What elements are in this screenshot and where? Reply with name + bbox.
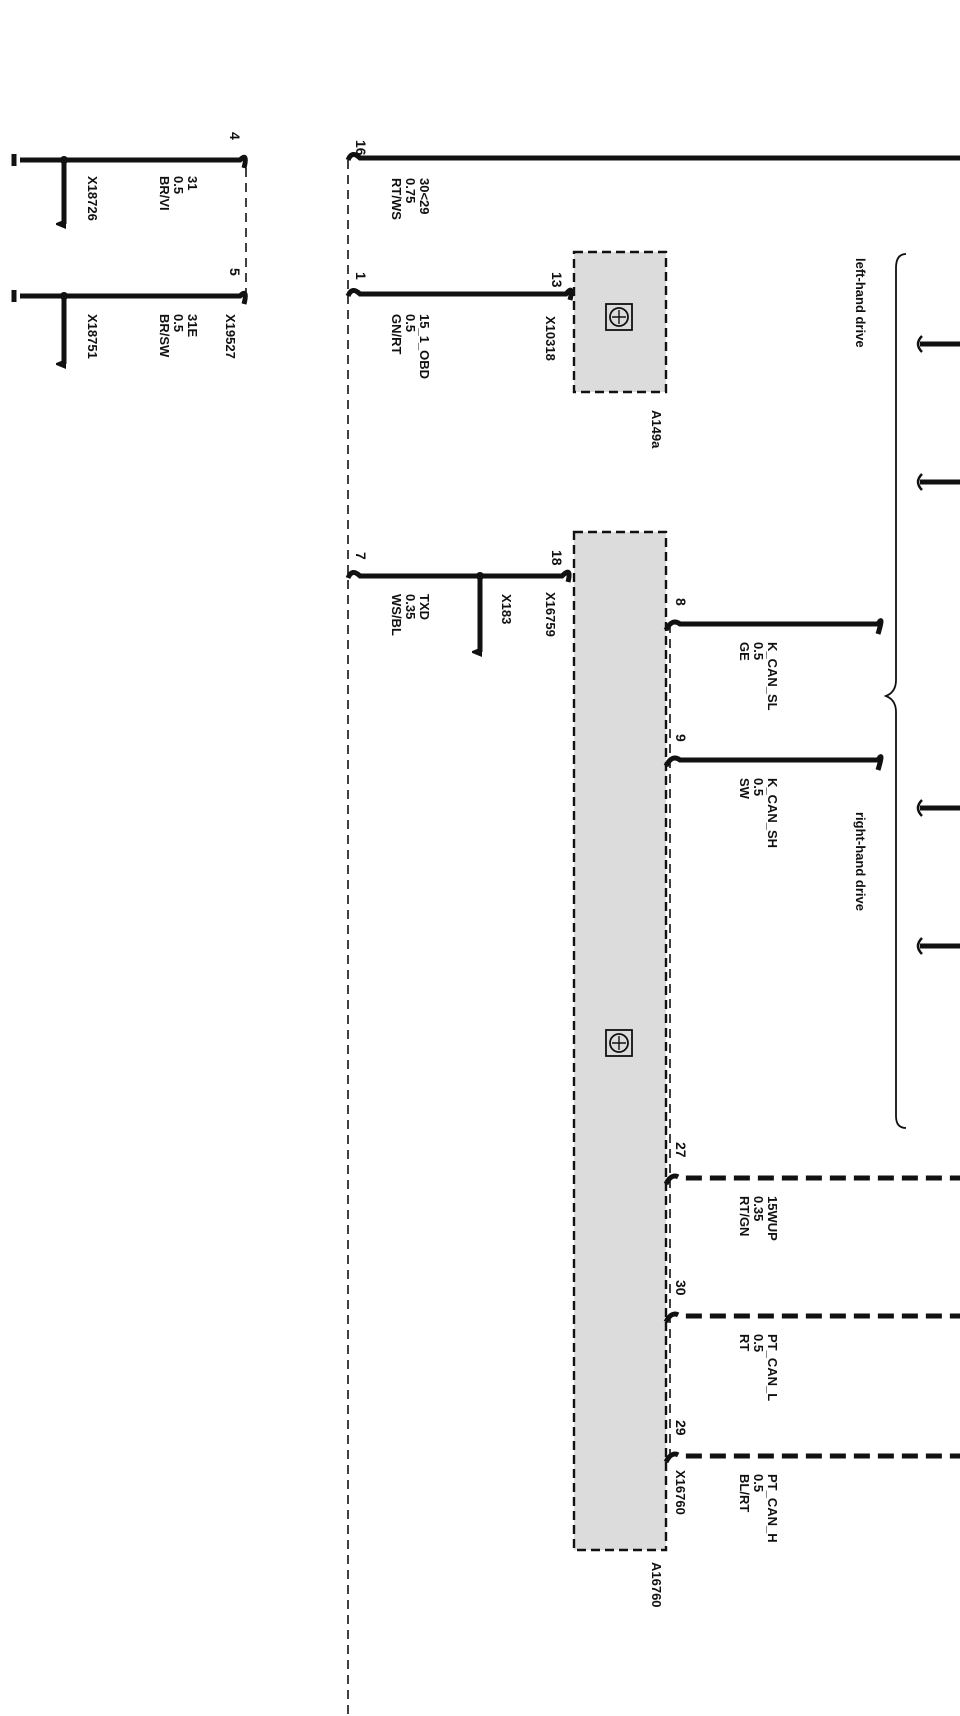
left-hand-drive-note: left-hand drive [853, 258, 868, 348]
module-a16760-name: A16760 [649, 1562, 664, 1608]
svg-text:SW: SW [737, 778, 752, 800]
can-15wup-pin: 27 [673, 1142, 689, 1158]
svg-text:RT/WS: RT/WS [389, 178, 404, 220]
module-a149a-pin: 13 [549, 272, 565, 288]
top-wire-label: 30<29 0.75 RT/WS [389, 178, 432, 220]
ground-pin5-number: 5 [227, 268, 243, 276]
svg-text:K_CAN_SH: K_CAN_SH [765, 778, 780, 848]
svg-text:BL/RT: BL/RT [737, 1474, 752, 1512]
svg-text:0.5: 0.5 [171, 176, 186, 194]
svg-text:31: 31 [185, 176, 200, 190]
ground-wire-pin4: 4 31 0.5 BR/VI X18726 [11, 132, 248, 224]
svg-text:TXD: TXD [417, 594, 432, 620]
svg-text:0.5: 0.5 [171, 314, 186, 332]
svg-text:GE: GE [737, 642, 752, 661]
drive-variant-brace [883, 253, 907, 1129]
svg-text:0.5: 0.5 [403, 314, 418, 332]
svg-text:WS/BL: WS/BL [389, 594, 404, 636]
right-hand-drive-ends [916, 799, 960, 955]
can-k-can-sl-label: K_CAN_SL 0.5 GE [737, 642, 780, 711]
module-a149a-name: A149a [649, 410, 664, 449]
ground-connector-label: X19527 [223, 314, 238, 359]
svg-text:15WUP: 15WUP [765, 1196, 780, 1241]
ground-pin5-ref: X18751 [85, 314, 100, 359]
can-k-can-sh-pin: 9 [673, 734, 689, 742]
svg-text:31E: 31E [185, 314, 200, 337]
obd-wire: 1 15_1_OBD 0.5 GN/RT [345, 272, 560, 379]
svg-text:BR/VI: BR/VI [157, 176, 172, 211]
left-hand-drive-ends [916, 335, 960, 491]
module-a16760-connector-bottom: X16760 [673, 1470, 688, 1515]
top-wire-pin: 16 [353, 140, 369, 156]
ground-pin4-label: 31 0.5 BR/VI [157, 176, 200, 211]
can-wire-pt-can-h: 29 PT_CAN_H 0.5 BL/RT [663, 1420, 960, 1543]
txd-wire-ref: X183 [499, 594, 514, 624]
obd-wire-label: 15_1_OBD 0.5 GN/RT [389, 314, 432, 379]
can-15wup-label: 15WUP 0.35 RT/GN [737, 1196, 780, 1241]
can-wire-pt-can-l: 30 PT_CAN_L 0.5 RT [663, 1280, 960, 1401]
can-pt-can-h-label: PT_CAN_H 0.5 BL/RT [737, 1474, 780, 1543]
svg-text:0.75: 0.75 [403, 178, 418, 203]
can-pt-can-l-label: PT_CAN_L 0.5 RT [737, 1334, 780, 1401]
module-a16760-connector-top: X16759 [543, 592, 558, 637]
svg-text:RT: RT [737, 1334, 752, 1351]
can-pt-can-l-pin: 30 [673, 1280, 689, 1296]
top-wire: 16 30<29 0.75 RT/WS [345, 140, 960, 220]
txd-wire-pin: 7 [353, 552, 369, 560]
module-a16760: 18 X16759 X16760 A16760 [543, 530, 688, 1608]
svg-text:RT/GN: RT/GN [737, 1196, 752, 1236]
svg-text:BR/SW: BR/SW [157, 314, 172, 358]
can-wire-k-can-sh: 9 K_CAN_SH 0.5 SW [663, 734, 884, 848]
ground-pin4-number: 4 [227, 132, 243, 140]
svg-text:0.35: 0.35 [751, 1196, 766, 1221]
svg-text:0.5: 0.5 [751, 778, 766, 796]
module-a149a: 13 X10318 A149a [543, 250, 668, 449]
txd-wire-label: TXD 0.35 WS/BL [389, 594, 432, 636]
can-k-can-sh-label: K_CAN_SH 0.5 SW [737, 778, 780, 848]
can-k-can-sl-pin: 8 [673, 598, 689, 606]
can-pt-can-h-pin: 29 [673, 1420, 689, 1436]
ground-pin5-label: 31E 0.5 BR/SW [157, 314, 200, 358]
can-wire-15wup: 27 15WUP 0.35 RT/GN [663, 1142, 960, 1241]
module-a149a-connector: X10318 [543, 316, 558, 361]
svg-text:30<29: 30<29 [417, 178, 432, 215]
can-wire-k-can-sl: 8 K_CAN_SL 0.5 GE [663, 598, 884, 711]
obd-wire-pin: 1 [353, 272, 369, 280]
svg-text:K_CAN_SL: K_CAN_SL [765, 642, 780, 711]
svg-text:0.35: 0.35 [403, 594, 418, 619]
module-a16760-icon [605, 1029, 633, 1057]
svg-text:0.5: 0.5 [751, 642, 766, 660]
module-a16760-pin-top: 18 [549, 550, 565, 566]
right-hand-drive-note: right-hand drive [853, 812, 868, 911]
module-a149a-icon [605, 303, 633, 331]
svg-text:PT_CAN_H: PT_CAN_H [765, 1474, 780, 1543]
txd-wire: 7 TXD 0.35 WS/BL X183 [345, 552, 572, 652]
ground-wire-pin5: 5 31E 0.5 BR/SW X18751 X19527 [11, 268, 248, 364]
svg-text:0.5: 0.5 [751, 1334, 766, 1352]
svg-text:GN/RT: GN/RT [389, 314, 404, 355]
svg-text:15_1_OBD: 15_1_OBD [417, 314, 432, 379]
svg-text:PT_CAN_L: PT_CAN_L [765, 1334, 780, 1401]
ground-pin4-ref: X18726 [85, 176, 100, 221]
svg-text:0.5: 0.5 [751, 1474, 766, 1492]
